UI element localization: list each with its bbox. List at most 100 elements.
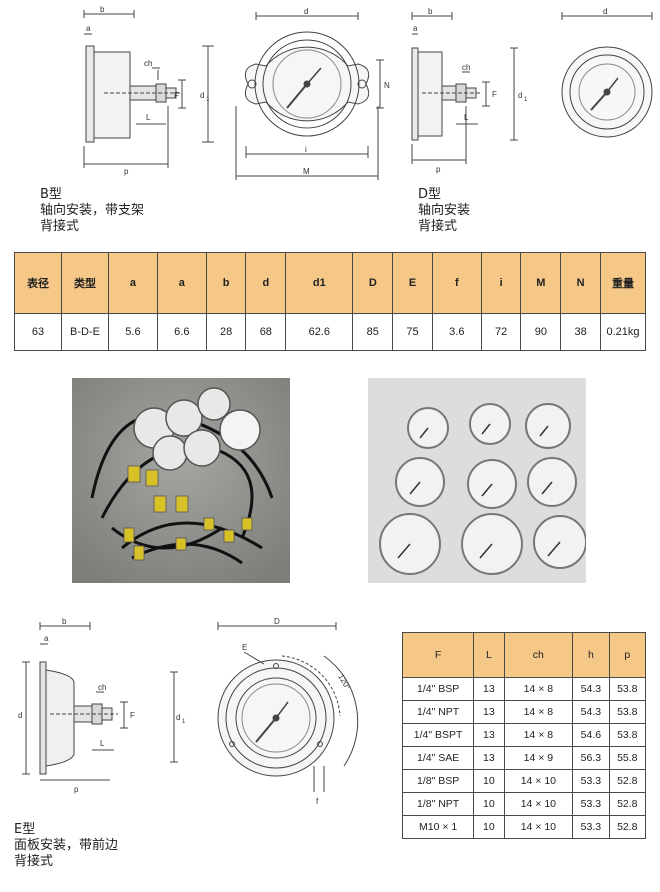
thread-cell: 10 bbox=[473, 792, 505, 816]
spec-cell: 28 bbox=[205, 313, 247, 351]
thread-cell: 1/4" NPT bbox=[401, 700, 475, 724]
thread-header-0: F bbox=[401, 632, 475, 678]
thread-cell: 13 bbox=[473, 677, 505, 701]
dim-d-e: d bbox=[18, 711, 22, 720]
thread-cell: 14 × 10 bbox=[503, 815, 574, 839]
type-b-caption: B型 轴向安装，带支架 背接式 bbox=[40, 187, 144, 235]
spec-header-1: 类型 bbox=[61, 252, 109, 314]
dim-n: N bbox=[384, 81, 390, 90]
spec-header-5: d bbox=[245, 252, 287, 314]
thread-cell: M10 × 1 bbox=[401, 815, 475, 839]
dim-d1-sub: 1 bbox=[206, 97, 210, 103]
spec-header-row: 表径 类型 a a b d d1 D E f i M N 重量 bbox=[14, 252, 646, 314]
spec-table: 表径 类型 a a b d d1 D E f i M N 重量 63 B-D-E… bbox=[14, 252, 646, 351]
type-d-title: D型 bbox=[418, 187, 442, 202]
dim-l-e: L bbox=[100, 739, 105, 748]
spec-cell: 0.21kg bbox=[600, 313, 646, 351]
dim-p: p bbox=[124, 167, 129, 176]
dim-b: b bbox=[100, 5, 105, 14]
thread-header-1: L bbox=[473, 632, 505, 678]
table-row: 1/8" NPT 10 14 × 10 53.3 52.8 bbox=[401, 792, 647, 816]
table-row: 1/4" SAE 13 14 × 9 56.3 55.8 bbox=[401, 746, 647, 770]
spec-cell: 85 bbox=[352, 313, 394, 351]
type-b-line1: 轴向安装，带支架 bbox=[40, 203, 145, 218]
drawing-b-front: d N i M bbox=[235, 7, 390, 180]
spec-cell: 68 bbox=[245, 313, 287, 351]
type-e-line1: 面板安装，带前边 bbox=[14, 838, 119, 853]
thread-cell: 14 × 10 bbox=[503, 769, 574, 793]
spec-cell: 63 bbox=[14, 313, 62, 351]
dim-a-e: a bbox=[44, 634, 49, 643]
spec-cell: 75 bbox=[392, 313, 433, 351]
thread-header-2: ch bbox=[503, 632, 574, 678]
spec-header-13: 重量 bbox=[600, 252, 646, 314]
dim-b-e: b bbox=[62, 617, 67, 626]
table-row: 63 B-D-E 5.6 6.6 28 68 62.6 85 75 3.6 72… bbox=[14, 313, 646, 351]
photo-gauge-collection-art bbox=[368, 378, 586, 583]
type-d-line1: 轴向安装 bbox=[418, 203, 471, 218]
table-row: 1/4" NPT 13 14 × 8 54.3 53.8 bbox=[401, 700, 647, 724]
thread-cell: 53.8 bbox=[608, 700, 647, 724]
dim-i: i bbox=[305, 145, 307, 154]
thread-cell: 14 × 10 bbox=[503, 792, 574, 816]
thread-cell: 52.8 bbox=[608, 769, 647, 793]
spec-cell: B-D-E bbox=[61, 313, 109, 351]
thread-cell: 53.3 bbox=[572, 769, 610, 793]
drawing-e-front: D E 120° f bbox=[217, 617, 359, 806]
thread-cell: 14 × 8 bbox=[503, 677, 574, 701]
type-e-title: E型 bbox=[14, 822, 36, 837]
thread-cell: 54.3 bbox=[572, 677, 610, 701]
photo-gauge-hose-kit-art bbox=[72, 378, 290, 583]
table-row: M10 × 1 10 14 × 10 53.3 52.8 bbox=[401, 815, 647, 839]
dim-m: M bbox=[303, 167, 310, 176]
dim-p-e: p bbox=[74, 785, 79, 794]
dim-f-small-e: f bbox=[316, 797, 319, 806]
spec-header-11: M bbox=[520, 252, 562, 314]
spec-cell: 72 bbox=[480, 313, 522, 351]
spec-header-4: b bbox=[205, 252, 247, 314]
thread-cell: 1/8" NPT bbox=[401, 792, 475, 816]
thread-cell: 52.8 bbox=[608, 792, 647, 816]
thread-cell: 14 × 8 bbox=[503, 700, 574, 724]
dim-ch-d: ch bbox=[462, 63, 470, 72]
spec-cell: 6.6 bbox=[156, 313, 207, 351]
thread-table: F L ch h p 1/4" BSP 13 14 × 8 54.3 53.8 … bbox=[401, 632, 647, 839]
dim-l-d: L bbox=[464, 113, 469, 122]
table-row: 1/4" BSPT 13 14 × 8 54.6 53.8 bbox=[401, 723, 647, 747]
type-d-caption: D型 轴向安装 背接式 bbox=[418, 187, 470, 235]
spec-header-3: a bbox=[156, 252, 207, 314]
spec-cell: 90 bbox=[520, 313, 562, 351]
thread-cell: 54.6 bbox=[572, 723, 610, 747]
dim-f-e: F bbox=[130, 711, 135, 720]
dim-d-d: d bbox=[603, 7, 607, 16]
thread-cell: 10 bbox=[473, 815, 505, 839]
thread-cell: 1/4" SAE bbox=[401, 746, 475, 770]
type-b-line2: 背接式 bbox=[40, 219, 80, 234]
spec-header-6: d1 bbox=[285, 252, 354, 314]
spec-cell: 62.6 bbox=[285, 313, 354, 351]
table-row: 1/4" BSP 13 14 × 8 54.3 53.8 bbox=[401, 677, 647, 701]
dim-d-cap-e: D bbox=[274, 617, 280, 626]
table-row: 1/8" BSP 10 14 × 10 53.3 52.8 bbox=[401, 769, 647, 793]
dim-ch: ch bbox=[144, 59, 152, 68]
dim-l: L bbox=[146, 113, 151, 122]
thread-cell: 13 bbox=[473, 700, 505, 724]
spec-header-8: E bbox=[392, 252, 433, 314]
dim-f-d: F bbox=[492, 90, 497, 99]
type-b-title: B型 bbox=[40, 187, 62, 202]
thread-cell: 53.3 bbox=[572, 792, 610, 816]
thread-cell: 53.8 bbox=[608, 723, 647, 747]
thread-cell: 52.8 bbox=[608, 815, 647, 839]
dim-angle-e: 120° bbox=[336, 673, 352, 692]
spec-header-2: a bbox=[108, 252, 158, 314]
dim-d1-sub-e: 1 bbox=[182, 719, 186, 725]
spec-header-12: N bbox=[560, 252, 601, 314]
dim-f: F bbox=[174, 91, 179, 100]
dim-a: a bbox=[86, 24, 91, 33]
type-d-line2: 背接式 bbox=[418, 219, 458, 234]
type-e-line2: 背接式 bbox=[14, 854, 54, 869]
thread-cell: 13 bbox=[473, 746, 505, 770]
drawing-d-front: d bbox=[561, 7, 653, 138]
dim-d1-e: d bbox=[176, 713, 180, 722]
photo-gauge-hose-kit bbox=[72, 378, 290, 583]
